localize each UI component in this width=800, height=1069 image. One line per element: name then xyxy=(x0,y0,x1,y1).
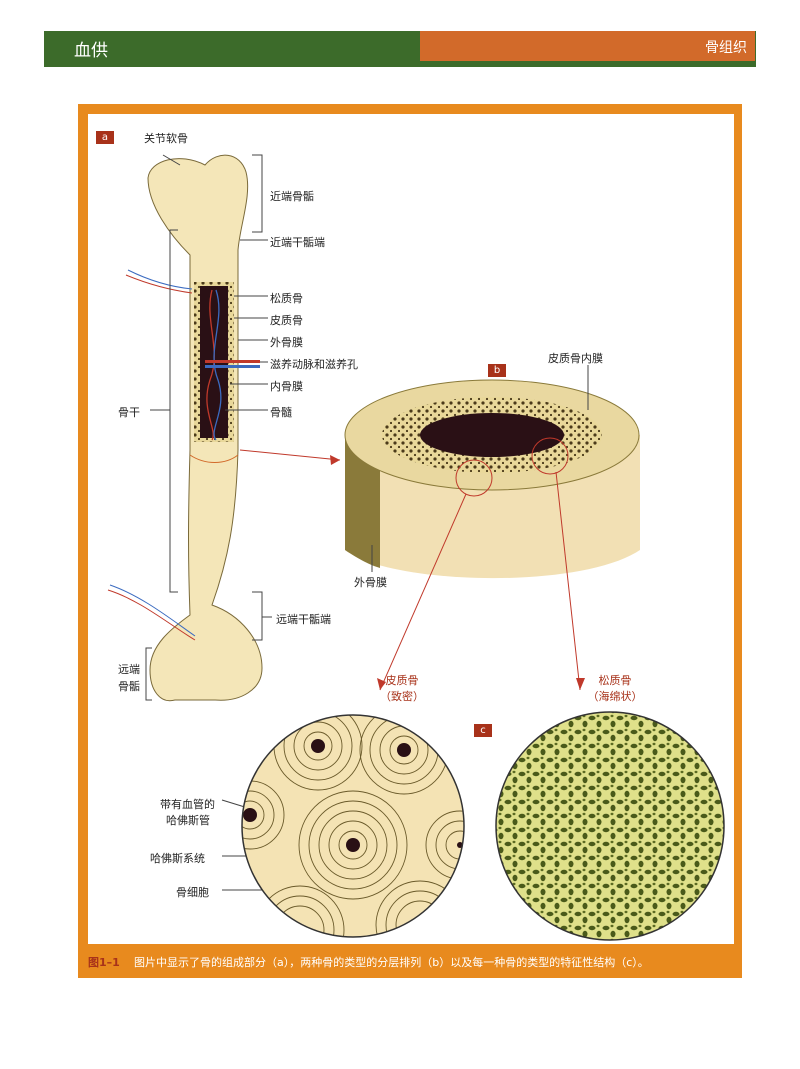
label-distal-epiphysis-2: 骨骺 xyxy=(118,680,140,693)
figure-number: 图1–1 xyxy=(88,956,120,969)
label-osteocyte: 骨细胞 xyxy=(176,886,209,899)
label-spongy-title: 松质骨 xyxy=(598,674,632,687)
label-articular-cartilage: 关节软骨 xyxy=(144,132,188,145)
label-b-periosteum: 外骨膜 xyxy=(354,576,387,589)
label-haversian-canal-1: 带有血管的 xyxy=(160,798,215,811)
label-diaphysis: 骨干 xyxy=(118,406,140,419)
cross-section xyxy=(239,365,640,691)
panel-tag-c: c xyxy=(474,724,492,737)
header-chapter-tab: 骨组织 xyxy=(420,31,755,61)
label-compact-title: 皮质骨 xyxy=(385,674,419,687)
label-haversian-canal-2: 哈佛斯管 xyxy=(166,814,210,827)
label-endosteum: 内骨膜 xyxy=(270,380,303,393)
label-cortical-endosteum: 皮质骨内膜 xyxy=(548,352,603,365)
label-distal-epiphysis-1: 远端 xyxy=(118,663,140,676)
label-distal-metaphysis: 远端干骺端 xyxy=(276,613,331,626)
label-marrow: 骨髓 xyxy=(270,406,292,419)
panel-tag-b: b xyxy=(488,364,506,377)
label-nutrient-artery: 滋养动脉和滋养孔 xyxy=(270,358,358,371)
label-proximal-metaphysis: 近端干骺端 xyxy=(270,236,325,249)
label-periosteum: 外骨膜 xyxy=(270,336,303,349)
label-compact-sub: （致密） xyxy=(380,690,424,703)
brackets xyxy=(145,154,272,891)
label-spongy-bone: 松质骨 xyxy=(270,292,303,305)
label-haversian-system: 哈佛斯系统 xyxy=(150,852,205,865)
header-underline xyxy=(44,64,756,67)
header-chapter-title: 骨组织 xyxy=(705,40,747,56)
label-spongy-sub: （海绵状） xyxy=(587,690,643,703)
spongy-bone-detail xyxy=(495,711,725,941)
figure-caption-text: 图片中显示了骨的组成部分（a），两种骨的类型的分层排列（b）以及每一种骨的类型的… xyxy=(134,956,649,969)
figure-caption: 图1–1 图片中显示了骨的组成部分（a），两种骨的类型的分层排列（b）以及每一种… xyxy=(80,948,740,974)
header-section-title: 血供 xyxy=(74,41,108,61)
panel-tag-a: a xyxy=(96,131,114,144)
label-compact-bone: 皮质骨 xyxy=(270,314,303,327)
femur xyxy=(107,154,263,702)
label-proximal-epiphysis: 近端骨骺 xyxy=(270,190,314,203)
compact-bone-detail xyxy=(241,714,465,938)
